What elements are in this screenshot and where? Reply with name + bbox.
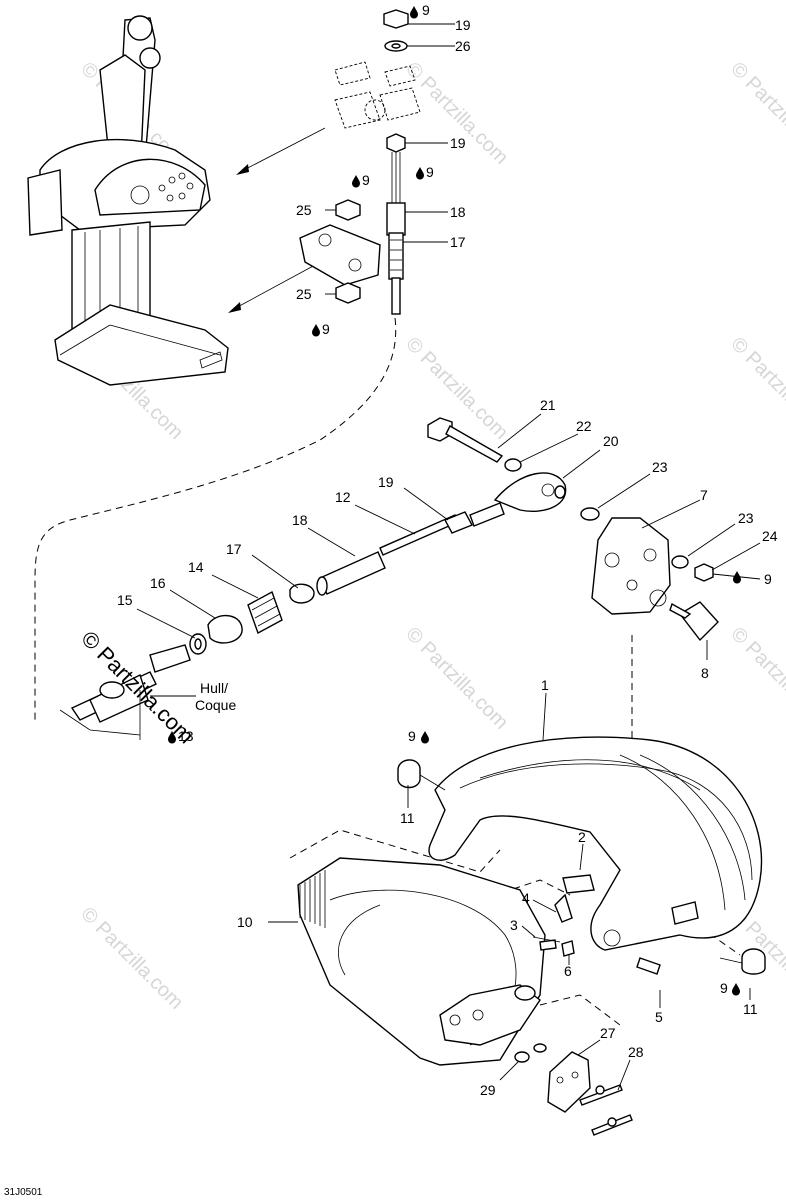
- hull-label-line2: Coque: [195, 697, 236, 713]
- cable-clamp-shim-outline: [334, 61, 421, 129]
- callout-24: 24: [762, 528, 778, 544]
- callout-14: 14: [188, 559, 204, 575]
- oil-drop-icon: [732, 983, 740, 996]
- callout-9: 9: [426, 164, 434, 180]
- oil-drop-icon: [352, 175, 360, 188]
- watermark: © Partzilla.com: [401, 333, 512, 444]
- cable-clamp-bracket: [299, 199, 381, 304]
- callout-1: 1: [541, 677, 549, 693]
- watermark: © Partzilla.com: [726, 333, 786, 444]
- watermark: © Partzilla.com: [726, 623, 786, 734]
- watermark: © Partzilla.com: [401, 623, 512, 734]
- callout-18: 18: [292, 512, 308, 528]
- cable-routing-line: [34, 317, 397, 720]
- drawing-code: 31J0501: [4, 1187, 43, 1198]
- callout-9: 9: [362, 172, 370, 188]
- callout-3: 3: [510, 917, 518, 933]
- watermark: © Partzilla.com: [726, 58, 786, 169]
- control-box-drawing: [27, 15, 229, 386]
- oil-drop-icon: [733, 571, 741, 584]
- watermark: © Partzilla.com: [401, 58, 512, 169]
- cable-end-hardware: [383, 9, 409, 315]
- leader-lines: [136, 23, 761, 1091]
- callout-9: 9: [322, 321, 330, 337]
- callout-15: 15: [117, 592, 133, 608]
- callout-25: 25: [296, 202, 312, 218]
- callout-11: 11: [400, 810, 415, 826]
- callout-2: 2: [578, 829, 586, 845]
- callout-13: 13: [178, 728, 194, 744]
- callout-21: 21: [540, 397, 556, 413]
- callout-20: 20: [603, 433, 619, 449]
- callout-23: 23: [738, 510, 754, 526]
- callout-19: 19: [450, 135, 466, 151]
- oil-drop-icon: [416, 167, 424, 180]
- oil-drop-icon: [312, 324, 320, 337]
- callout-9: 9: [764, 571, 772, 587]
- watermark: © Partzilla.com: [76, 903, 187, 1014]
- callout-19: 19: [378, 474, 394, 490]
- callout-19: 19: [455, 17, 471, 33]
- callout-23: 23: [652, 459, 668, 475]
- callout-12: 12: [335, 489, 351, 505]
- oil-drop-icon: [421, 731, 429, 744]
- callout-4: 4: [522, 890, 530, 906]
- callout-27: 27: [600, 1025, 616, 1041]
- callout-10: 10: [237, 914, 253, 930]
- callout-22: 22: [576, 418, 592, 434]
- callout-16: 16: [150, 575, 166, 591]
- callout-5: 5: [655, 1009, 663, 1025]
- direction-arrows: [228, 127, 326, 313]
- callout-29: 29: [480, 1082, 496, 1098]
- callout-7: 7: [700, 487, 708, 503]
- callout-9: 9: [720, 980, 728, 996]
- callout-8: 8: [701, 665, 709, 681]
- hull-label-line1: Hull/: [200, 680, 228, 696]
- callout-17: 17: [226, 541, 242, 557]
- callout-18: 18: [450, 204, 466, 220]
- steering-nozzle-assembly: [289, 635, 766, 1136]
- callout-17: 17: [450, 234, 466, 250]
- callout-26: 26: [455, 38, 471, 54]
- callout-6: 6: [564, 963, 572, 979]
- watermark-overlay: © Partzilla.com: [76, 626, 199, 749]
- callout-25: 25: [296, 286, 312, 302]
- callout-9: 9: [408, 728, 416, 744]
- oil-drop-icon: [410, 6, 418, 19]
- callout-9: 9: [422, 2, 430, 18]
- callout-28: 28: [628, 1044, 644, 1060]
- steering-cable-assembly: [59, 417, 719, 740]
- callout-11: 11: [743, 1001, 758, 1017]
